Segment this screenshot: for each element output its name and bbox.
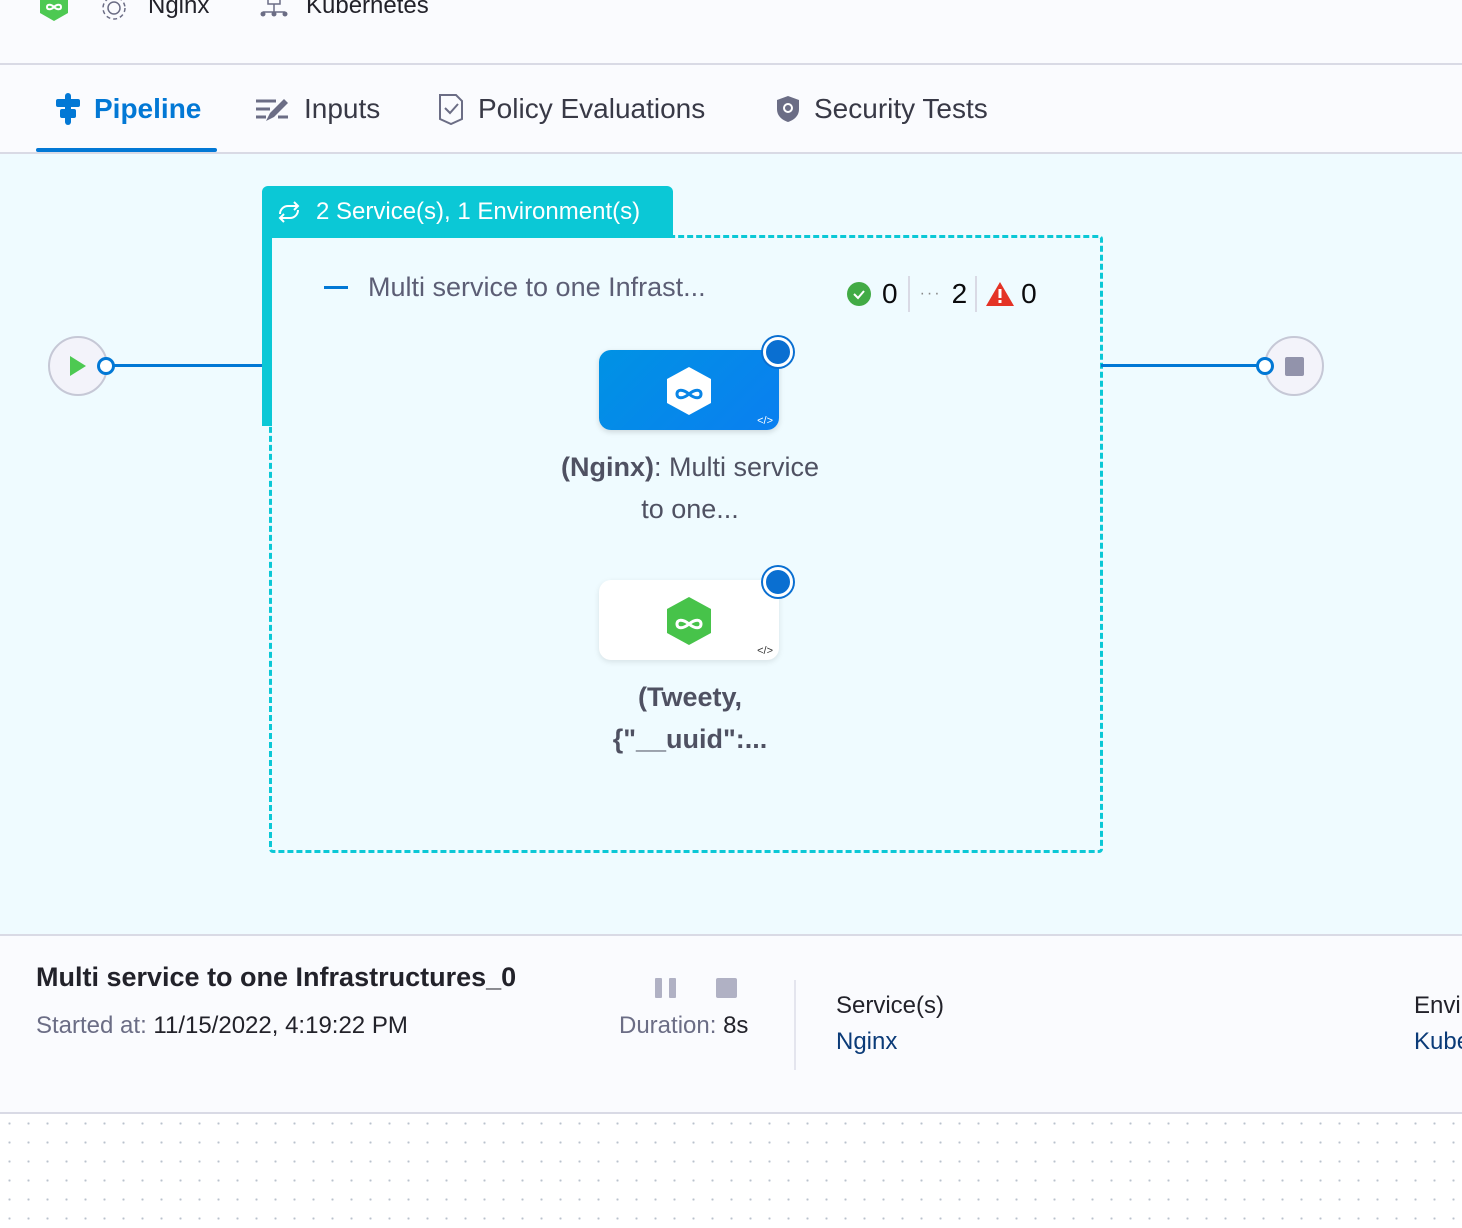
success-count: 0 xyxy=(882,278,898,309)
services-link[interactable]: Nginx xyxy=(836,1028,898,1055)
running-count: 2 xyxy=(951,278,968,309)
stop-button[interactable] xyxy=(716,978,737,998)
code-icon: </> xyxy=(757,645,773,657)
tab-pipeline[interactable]: Pipeline xyxy=(35,66,218,152)
policy-shield-icon xyxy=(439,94,463,125)
stage-node-tweety[interactable]: </> xyxy=(599,580,779,660)
running-status-indicator xyxy=(763,567,793,597)
tab-security-tests[interactable]: Security Tests xyxy=(776,66,988,152)
node-label-tweety: (Tweety, {"__uuid":... xyxy=(612,682,768,754)
tab-label: Pipeline xyxy=(94,93,202,124)
warning-icon xyxy=(986,282,1015,306)
environment-label: Envi xyxy=(1414,992,1461,1019)
connector xyxy=(1101,364,1265,367)
tab-label: Inputs xyxy=(304,93,381,124)
group-bar xyxy=(262,234,272,426)
security-shield-icon xyxy=(777,96,799,122)
collapse-icon[interactable] xyxy=(324,286,348,289)
inputs-icon xyxy=(256,99,288,121)
stage-group-header[interactable]: 2 Service(s), 1 Environment(s) xyxy=(262,186,673,238)
deploy-stage-icon xyxy=(667,597,711,645)
pause-icon-bar[interactable] xyxy=(669,978,676,998)
gear-icon xyxy=(102,0,126,20)
loop-icon xyxy=(278,201,300,223)
services-label: Service(s) xyxy=(836,992,945,1019)
dotted-background xyxy=(0,1114,1462,1228)
harness-cd-icon xyxy=(40,0,68,21)
tab-inputs[interactable]: Inputs xyxy=(256,66,380,152)
port xyxy=(97,357,115,375)
stop-icon xyxy=(1285,357,1304,376)
stage-group-label: 2 Service(s), 1 Environment(s) xyxy=(316,198,641,225)
pipeline-canvas[interactable]: 2 Service(s), 1 Environment(s) Multi ser… xyxy=(0,154,1462,934)
duration: Duration: 8s xyxy=(619,1012,749,1039)
pause-icon[interactable] xyxy=(655,978,662,998)
infrastructure-name: Kubernetes xyxy=(306,0,429,19)
tab-label: Security Tests xyxy=(814,93,988,124)
success-icon xyxy=(847,282,871,306)
stage-details-title: Multi service to one Infrastructures_0 xyxy=(36,962,517,992)
infrastructure-icon xyxy=(260,0,288,17)
tab-label: Policy Evaluations xyxy=(478,93,706,124)
stage-title: Multi service to one Infrast... xyxy=(368,272,706,302)
top-bar: Nginx Kubernetes xyxy=(0,0,1462,65)
stage-node-nginx[interactable]: </> xyxy=(599,350,779,430)
failed-count: 0 xyxy=(1021,278,1037,309)
deploy-stage-icon xyxy=(667,367,711,415)
running-status-indicator xyxy=(763,337,793,367)
stage-group-box xyxy=(269,235,1103,853)
tab-bar: Pipeline Inputs Policy Evaluations Secur… xyxy=(0,66,1462,154)
environment-link[interactable]: Kube xyxy=(1414,1028,1462,1055)
status-counts: 0 ··· 2 0 xyxy=(846,274,1037,314)
code-icon: </> xyxy=(757,415,773,427)
stage-details-panel: Multi service to one Infrastructures_0 S… xyxy=(0,934,1462,1114)
tab-policy-evaluations[interactable]: Policy Evaluations xyxy=(438,66,705,152)
service-name: Nginx xyxy=(148,0,210,19)
node-label-nginx: (Nginx): Multi service to one... xyxy=(560,452,820,524)
port xyxy=(1256,357,1274,375)
connector xyxy=(106,364,264,367)
running-icon: ··· xyxy=(919,285,942,302)
play-icon xyxy=(70,356,86,376)
pipeline-icon xyxy=(56,93,80,125)
divider xyxy=(794,980,796,1070)
started-at: Started at: 11/15/2022, 4:19:22 PM xyxy=(36,1012,408,1039)
